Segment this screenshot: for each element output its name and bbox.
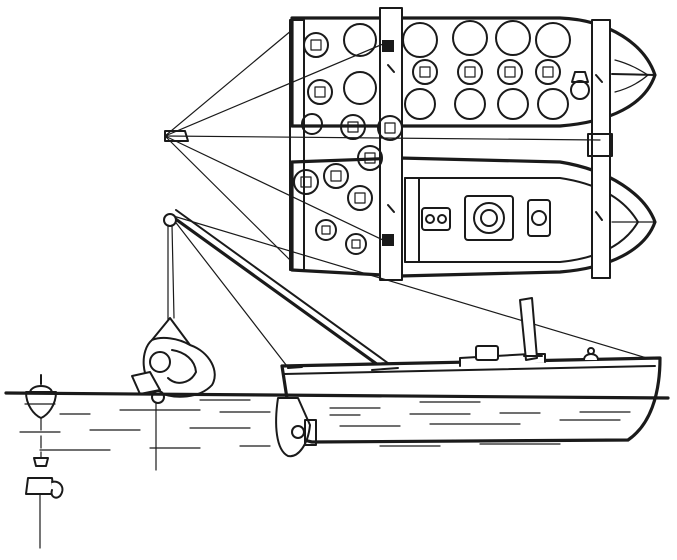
- mast-fitting: [164, 130, 189, 142]
- load-sling: [151, 317, 191, 346]
- weight-cap: [33, 457, 49, 467]
- hatch-box: [475, 345, 499, 361]
- upper-bow-detail: [614, 59, 649, 93]
- stay-line-1: [164, 29, 293, 137]
- waterline: [4, 391, 670, 400]
- upper-hull-drums: [301, 20, 590, 141]
- cross-beam-left: [379, 7, 403, 281]
- boom-pulley: [163, 213, 177, 227]
- load-wheel: [167, 349, 197, 384]
- lower-hull-deck-fittings: [421, 195, 551, 241]
- lower-hull-drums: [293, 145, 383, 255]
- topping-lift: [169, 214, 661, 363]
- load-on-hook: [131, 317, 216, 471]
- load-lower-part: [131, 371, 161, 395]
- bow-knob: [587, 347, 595, 355]
- plan-view-double-hull: [164, 7, 657, 281]
- cleat-upper: [382, 40, 394, 52]
- side-frame: [289, 19, 305, 271]
- cleat-lower: [382, 234, 394, 246]
- crane-boom: [163, 209, 661, 372]
- weight-hook: [50, 480, 64, 499]
- hoist-rope-2: [171, 224, 175, 319]
- stay-line-3: [164, 135, 384, 241]
- water-ripples: [19, 399, 631, 451]
- buoy-top: [29, 385, 53, 393]
- boom-guy: [169, 214, 291, 371]
- stay-line-2: [164, 43, 384, 137]
- load-hub: [149, 351, 171, 373]
- side-view-boat: [275, 297, 662, 458]
- boat-sheer-line: [283, 365, 656, 375]
- lower-hull-transom: [404, 177, 420, 263]
- weight-block: [25, 477, 55, 495]
- buoy-body: [25, 391, 57, 419]
- boom-spar-edge: [175, 209, 393, 367]
- cross-beam-right: [591, 19, 611, 279]
- buoy-with-weight: [25, 374, 64, 549]
- boom-spar: [168, 213, 387, 372]
- boom-foot: [371, 367, 399, 371]
- stay-line-4: [164, 135, 293, 263]
- bow-spreader: [587, 133, 613, 157]
- propeller-blade: [304, 419, 317, 446]
- stern-cleat: [287, 366, 303, 369]
- rivet-marks: [387, 64, 603, 221]
- water-surface: [4, 391, 670, 451]
- funnel: [519, 297, 538, 361]
